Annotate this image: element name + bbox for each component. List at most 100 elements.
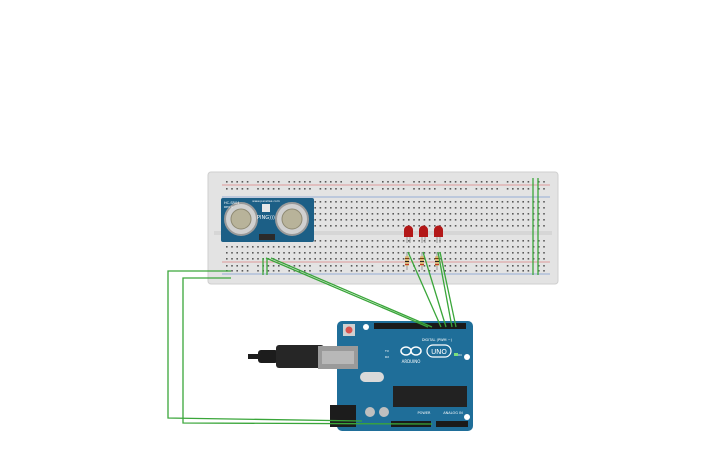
breadboard-hole[interactable]: [444, 219, 446, 221]
breadboard-hole[interactable]: [475, 258, 478, 260]
breadboard-hole[interactable]: [517, 258, 519, 260]
breadboard-hole[interactable]: [428, 270, 431, 272]
breadboard-hole[interactable]: [397, 225, 400, 227]
breadboard-hole[interactable]: [376, 252, 379, 254]
breadboard-hole[interactable]: [335, 258, 337, 260]
breadboard-hole[interactable]: [278, 270, 280, 272]
breadboard-hole[interactable]: [397, 201, 400, 203]
breadboard-hole[interactable]: [376, 225, 379, 227]
breadboard-hole[interactable]: [512, 252, 514, 254]
breadboard-hole[interactable]: [397, 252, 400, 254]
breadboard-hole[interactable]: [527, 252, 530, 254]
breadboard-hole[interactable]: [486, 201, 488, 203]
breadboard-hole[interactable]: [522, 270, 524, 272]
breadboard-hole[interactable]: [366, 258, 368, 260]
breadboard-hole[interactable]: [496, 270, 498, 272]
breadboard-hole[interactable]: [522, 219, 524, 221]
breadboard-hole[interactable]: [246, 246, 249, 248]
breadboard-hole[interactable]: [480, 246, 483, 248]
breadboard-hole[interactable]: [387, 207, 389, 209]
breadboard-hole[interactable]: [413, 207, 415, 209]
breadboard-hole[interactable]: [413, 270, 415, 272]
breadboard-hole[interactable]: [423, 258, 426, 260]
breadboard-hole[interactable]: [517, 225, 519, 227]
breadboard-hole[interactable]: [408, 201, 410, 203]
breadboard-hole[interactable]: [293, 258, 296, 260]
breadboard-hole[interactable]: [371, 252, 374, 254]
breadboard-hole[interactable]: [418, 207, 420, 209]
breadboard-hole[interactable]: [496, 265, 498, 267]
breadboard-hole[interactable]: [506, 188, 509, 190]
breadboard-hole[interactable]: [392, 258, 394, 260]
breadboard-hole[interactable]: [361, 207, 363, 209]
breadboard-hole[interactable]: [288, 258, 290, 260]
breadboard-hole[interactable]: [387, 265, 389, 267]
breadboard-hole[interactable]: [236, 270, 238, 272]
breadboard-hole[interactable]: [387, 201, 389, 203]
breadboard-hole[interactable]: [356, 270, 358, 272]
breadboard-hole[interactable]: [246, 258, 249, 260]
breadboard-hole[interactable]: [434, 207, 436, 209]
breadboard-hole[interactable]: [506, 213, 509, 215]
breadboard-hole[interactable]: [522, 207, 524, 209]
breadboard-hole[interactable]: [543, 181, 545, 183]
breadboard-hole[interactable]: [522, 265, 524, 267]
breadboard-hole[interactable]: [444, 270, 446, 272]
breadboard-hole[interactable]: [434, 252, 436, 254]
breadboard-hole[interactable]: [366, 246, 368, 248]
breadboard-hole[interactable]: [304, 265, 306, 267]
breadboard-hole[interactable]: [460, 270, 462, 272]
breadboard-hole[interactable]: [428, 258, 431, 260]
breadboard-hole[interactable]: [236, 188, 238, 190]
breadboard-hole[interactable]: [418, 181, 420, 183]
breadboard-hole[interactable]: [371, 201, 374, 203]
breadboard-hole[interactable]: [475, 188, 478, 190]
breadboard-hole[interactable]: [512, 207, 514, 209]
breadboard-hole[interactable]: [449, 181, 452, 183]
breadboard-hole[interactable]: [402, 252, 405, 254]
breadboard-hole[interactable]: [517, 219, 519, 221]
breadboard-hole[interactable]: [314, 258, 316, 260]
breadboard-hole[interactable]: [501, 213, 504, 215]
breadboard-hole[interactable]: [517, 265, 519, 267]
breadboard-hole[interactable]: [527, 270, 530, 272]
arduino-uno-board[interactable]: DIGITAL (PWM ~) UNO ARDUINO TX RX ON POW…: [330, 321, 473, 431]
breadboard-hole[interactable]: [350, 258, 353, 260]
breadboard-hole[interactable]: [366, 270, 368, 272]
breadboard-hole[interactable]: [480, 252, 483, 254]
breadboard-hole[interactable]: [382, 240, 384, 242]
breadboard-hole[interactable]: [288, 188, 290, 190]
breadboard-hole[interactable]: [475, 240, 478, 242]
breadboard-hole[interactable]: [345, 252, 348, 254]
breadboard-hole[interactable]: [527, 219, 530, 221]
breadboard-hole[interactable]: [314, 201, 316, 203]
breadboard-hole[interactable]: [501, 240, 504, 242]
breadboard-hole[interactable]: [392, 225, 394, 227]
breadboard-hole[interactable]: [231, 181, 233, 183]
breadboard-hole[interactable]: [486, 246, 488, 248]
breadboard-hole[interactable]: [460, 188, 462, 190]
breadboard-hole[interactable]: [236, 252, 238, 254]
breadboard-hole[interactable]: [278, 188, 280, 190]
breadboard-hole[interactable]: [465, 246, 467, 248]
breadboard-hole[interactable]: [465, 225, 467, 227]
breadboard-hole[interactable]: [330, 207, 332, 209]
breadboard-hole[interactable]: [522, 240, 524, 242]
breadboard-hole[interactable]: [423, 265, 426, 267]
breadboard-hole[interactable]: [387, 181, 389, 183]
breadboard-hole[interactable]: [423, 181, 426, 183]
breadboard-hole[interactable]: [330, 225, 332, 227]
breadboard-hole[interactable]: [366, 201, 368, 203]
breadboard-hole[interactable]: [543, 270, 545, 272]
breadboard-hole[interactable]: [402, 270, 405, 272]
breadboard-hole[interactable]: [397, 265, 400, 267]
breadboard-hole[interactable]: [319, 188, 322, 190]
breadboard-hole[interactable]: [314, 252, 316, 254]
breadboard-hole[interactable]: [470, 201, 472, 203]
breadboard-hole[interactable]: [361, 201, 363, 203]
breadboard-hole[interactable]: [512, 240, 514, 242]
breadboard-hole[interactable]: [272, 188, 275, 190]
breadboard-hole[interactable]: [392, 213, 394, 215]
breadboard-hole[interactable]: [304, 270, 306, 272]
breadboard-hole[interactable]: [392, 265, 394, 267]
